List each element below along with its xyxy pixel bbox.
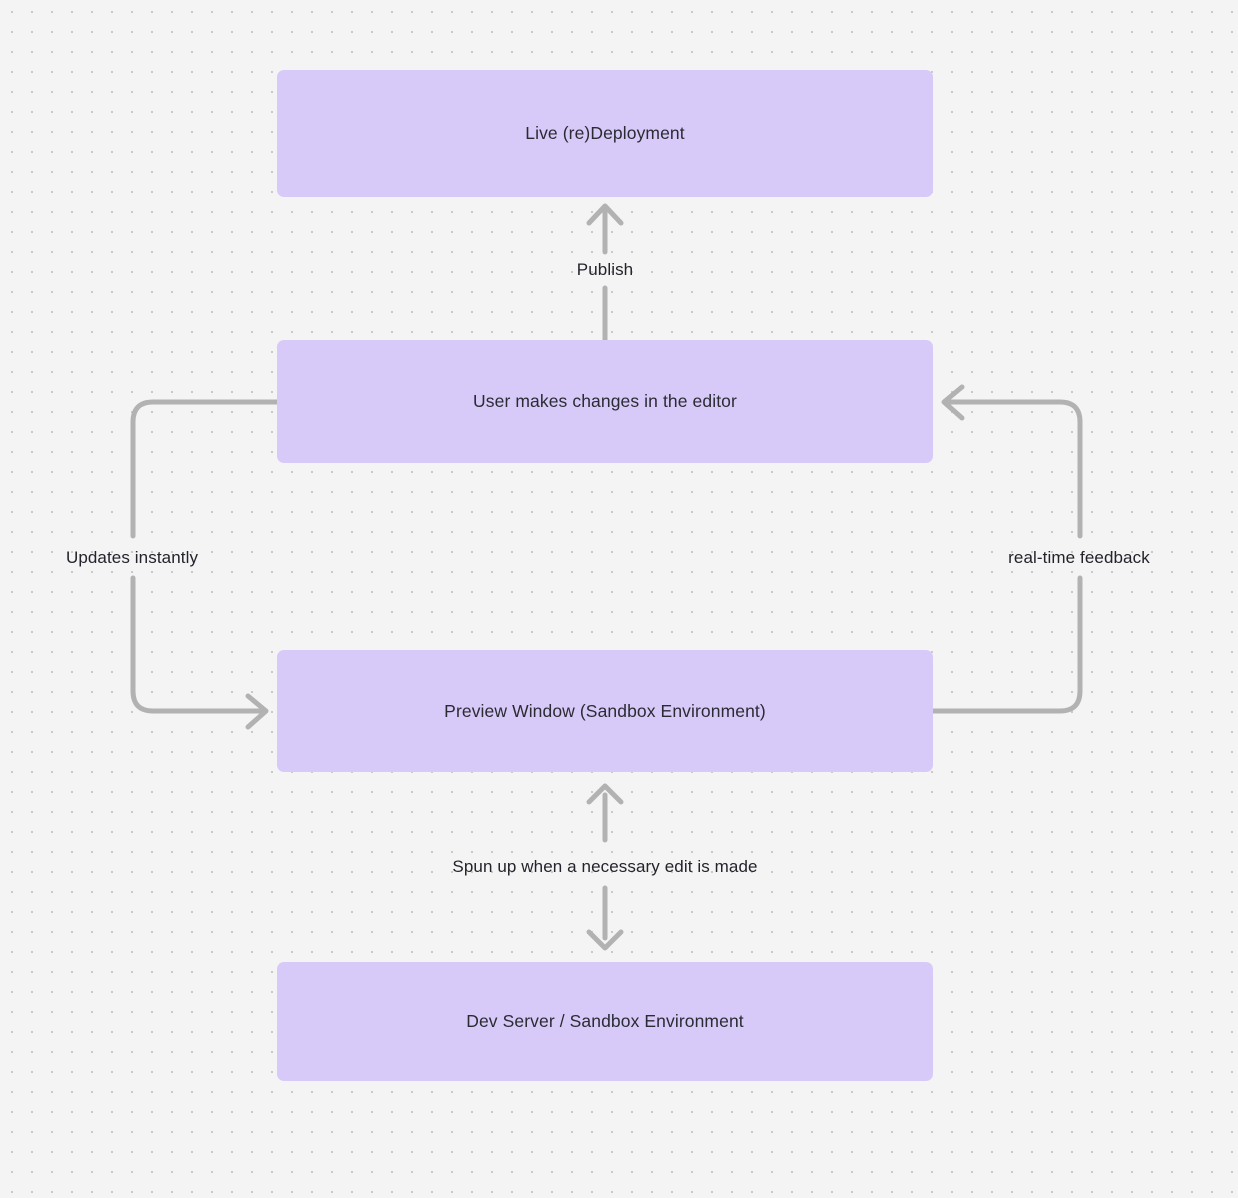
node-live-redeployment-label: Live (re)Deployment (525, 123, 685, 143)
arrowhead-up-icon (586, 203, 624, 226)
edge-updates-instantly (130, 399, 280, 730)
edge-label-spun-up: Spun up when a necessary edit is made (452, 857, 758, 876)
edge-publish (586, 203, 624, 343)
edge-real-time-feedback (930, 384, 1083, 714)
arrowhead-left-icon (941, 384, 965, 421)
node-preview-window[interactable]: Preview Window (Sandbox Environment) (277, 650, 933, 772)
edge-feedback-upper-segment (945, 399, 1083, 539)
node-user-makes-changes-label: User makes changes in the editor (473, 391, 737, 411)
edge-label-publish: Publish (576, 260, 634, 279)
node-user-makes-changes[interactable]: User makes changes in the editor (277, 340, 933, 463)
edge-label-updates-instantly: Updates instantly (65, 548, 199, 567)
edge-spun-up (586, 783, 624, 951)
arrowhead-right-icon (245, 693, 269, 730)
node-live-redeployment[interactable]: Live (re)Deployment (277, 70, 933, 197)
edge-updates-lower-segment (130, 575, 265, 714)
edge-feedback-lower-segment (930, 575, 1083, 714)
arrowhead-down-spinup-icon (586, 929, 624, 951)
node-dev-server[interactable]: Dev Server / Sandbox Environment (277, 962, 933, 1081)
arrowhead-up-spinup-icon (586, 783, 624, 805)
edge-updates-upper-segment (130, 399, 280, 539)
edge-label-real-time-feedback: real-time feedback (1008, 548, 1150, 567)
node-preview-window-label: Preview Window (Sandbox Environment) (444, 700, 766, 721)
node-dev-server-label: Dev Server / Sandbox Environment (466, 1011, 744, 1031)
